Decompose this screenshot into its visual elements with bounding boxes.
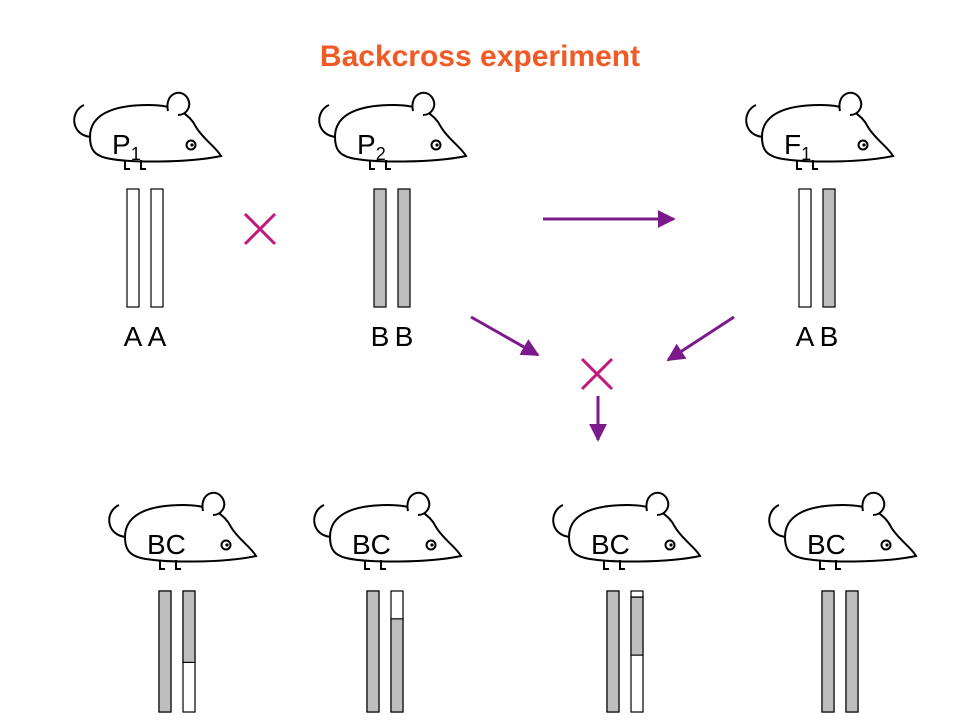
mouse-leg	[159, 560, 165, 570]
parent-mouse: P1	[73, 91, 223, 170]
mouse-tail	[318, 104, 337, 138]
mouse-pupil	[190, 143, 194, 147]
parent-mouse: F1	[745, 91, 895, 170]
mouse-ear	[201, 491, 226, 516]
chromosome	[126, 188, 140, 308]
mouse-label: P1	[112, 129, 141, 164]
chromosome-segment-b	[366, 590, 380, 713]
chromosome	[630, 590, 644, 713]
chromosome	[390, 590, 404, 713]
mouse-leg	[140, 160, 146, 170]
chromosome-segment-b	[182, 590, 196, 663]
chromosome	[182, 590, 196, 713]
mouse-label: BC	[147, 529, 186, 560]
mouse-tail	[73, 104, 92, 138]
mouse-pupil	[885, 543, 889, 547]
allele-label: A	[148, 321, 167, 352]
chromosome	[821, 590, 835, 713]
mouse-tail	[745, 104, 764, 138]
backcross-mouse: BC	[108, 491, 258, 570]
cross-stroke	[580, 357, 614, 391]
mouse-leg	[796, 160, 802, 170]
mouse-pupil	[430, 543, 434, 547]
chromosome	[606, 590, 620, 713]
chromosome	[845, 590, 859, 713]
mouse-leg	[175, 560, 181, 570]
mouse-label: F1	[784, 129, 811, 164]
chromosome-segment-b	[845, 590, 859, 713]
mouse-pupil	[225, 543, 229, 547]
mouse-leg	[124, 160, 130, 170]
backcross-mouse: BC	[768, 491, 918, 570]
backcross-mouse: BC	[313, 491, 463, 570]
mouse-leg	[819, 560, 825, 570]
chromosome	[366, 590, 380, 713]
allele-label: B	[371, 321, 390, 352]
allele-label: A	[796, 321, 815, 352]
mouse-ear	[166, 91, 191, 116]
chromosome-segment-b	[630, 596, 644, 656]
mouse-ear	[838, 91, 863, 116]
mouse-tail	[108, 504, 127, 538]
mouse-body	[567, 503, 702, 563]
mouse-leg	[603, 560, 609, 570]
mouse-leg	[812, 160, 818, 170]
chromosome	[150, 188, 164, 308]
mouse-label: P2	[357, 129, 386, 164]
chromosome	[397, 188, 411, 308]
allele-label: B	[820, 321, 839, 352]
mouse-body	[760, 103, 895, 163]
mouse-pupil	[862, 143, 866, 147]
mouse-leg	[619, 560, 625, 570]
mouse-label: BC	[591, 529, 630, 560]
mouse-pupil	[669, 543, 673, 547]
mouse-leg	[380, 560, 386, 570]
mouse-label: BC	[807, 529, 846, 560]
chromosome	[822, 188, 836, 308]
mouse-ear	[406, 491, 431, 516]
mouse-label: BC	[352, 529, 391, 560]
cross-icon	[243, 212, 277, 246]
mouse-tail	[313, 504, 332, 538]
mouse-tail	[552, 504, 571, 538]
chromosome-segment-b	[390, 618, 404, 713]
chromosome-segment-b	[821, 590, 835, 713]
cross-stroke	[243, 212, 277, 246]
mouse-pupil	[435, 143, 439, 147]
diagram-title: Backcross experiment	[319, 40, 641, 73]
backcross-mouse: BC	[552, 491, 702, 570]
chromosome	[798, 188, 812, 308]
mouse-leg	[385, 160, 391, 170]
mouse-leg	[364, 560, 370, 570]
mouse-leg	[835, 560, 841, 570]
arrow-icon	[666, 315, 735, 362]
parent-mouse: P2	[318, 91, 468, 170]
allele-label: B	[395, 321, 414, 352]
mouse-leg	[369, 160, 375, 170]
allele-label: A	[124, 321, 143, 352]
mouse-body	[88, 103, 223, 163]
mouse-ear	[411, 91, 436, 116]
mouse-body	[783, 503, 918, 563]
mouse-ear	[645, 491, 670, 516]
chromosome-segment-b	[158, 590, 172, 713]
mouse-ear	[861, 491, 886, 516]
mouse-body	[333, 103, 468, 163]
arrow-icon	[470, 315, 540, 357]
chromosome-segment-b	[606, 590, 620, 713]
mouse-tail	[768, 504, 787, 538]
cross-icon	[580, 357, 614, 391]
chromosome	[373, 188, 387, 308]
mouse-body	[328, 503, 463, 563]
mouse-body	[123, 503, 258, 563]
chromosome	[158, 590, 172, 713]
